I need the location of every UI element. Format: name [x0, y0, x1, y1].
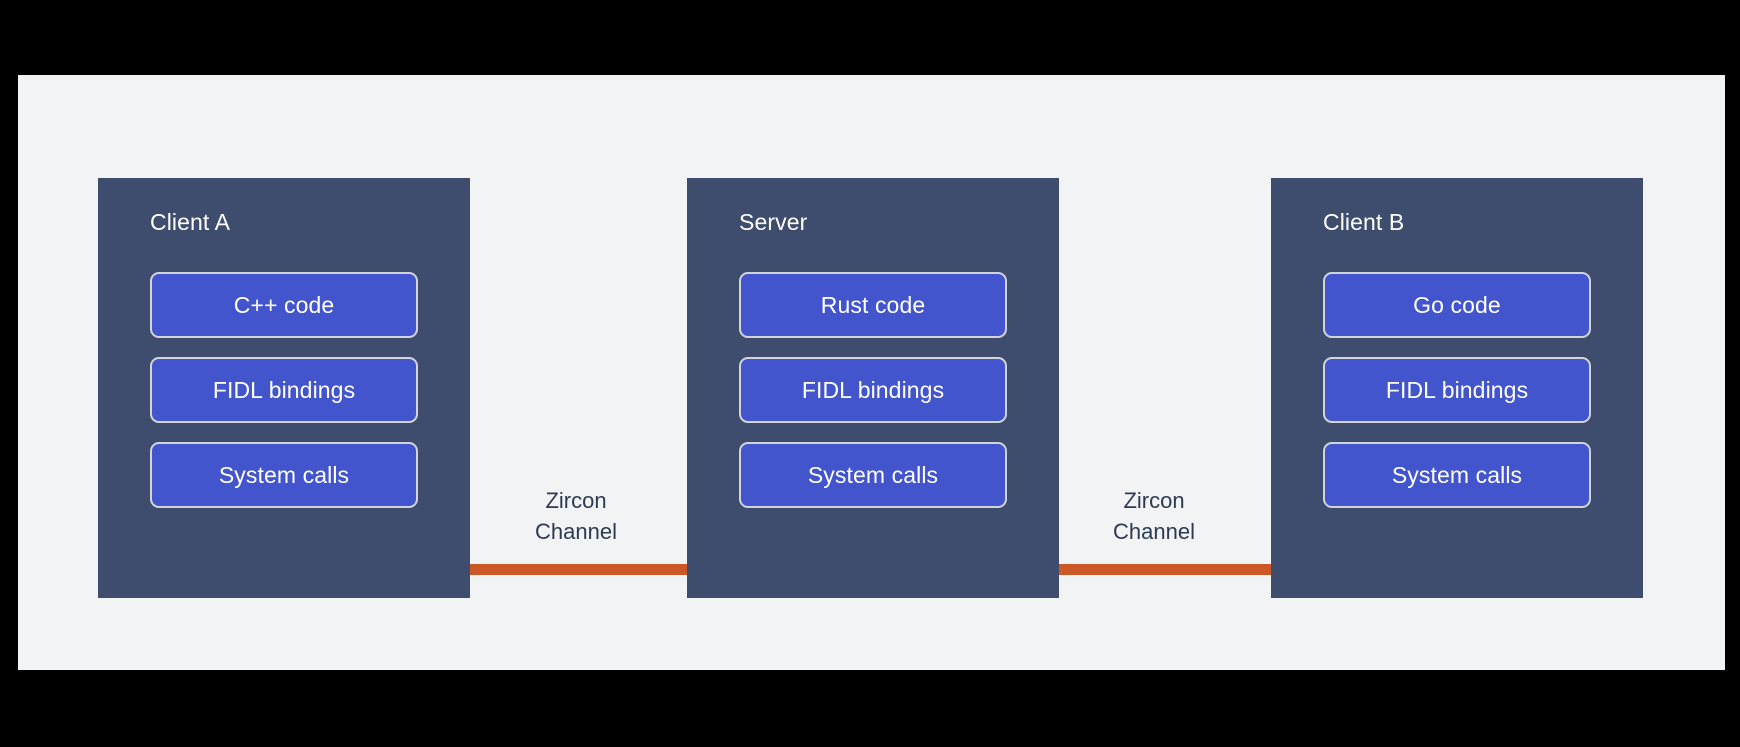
layer-box-client-b-system-calls: System calls: [1323, 442, 1591, 508]
layer-box-client-a-system-calls: System calls: [150, 442, 418, 508]
layer-box-client-b-code: Go code: [1323, 272, 1591, 338]
zircon-channel-label-right-line2: Channel: [1113, 519, 1195, 544]
zircon-channel-connector-left: [416, 564, 736, 575]
layer-box-server-code: Rust code: [739, 272, 1007, 338]
panel-title-client-b: Client B: [1323, 209, 1405, 235]
layer-box-client-a-fidl-bindings: FIDL bindings: [150, 357, 418, 423]
zircon-channel-connector-right: [1018, 564, 1338, 575]
zircon-channel-label-right-line1: Zircon: [1123, 488, 1185, 513]
diagram-canvas: Client A C++ code FIDL bindings System c…: [18, 75, 1725, 670]
layer-box-client-a-code: C++ code: [150, 272, 418, 338]
layer-box-server-fidl-bindings: FIDL bindings: [739, 357, 1007, 423]
panel-server: Server Rust code FIDL bindings System ca…: [687, 178, 1059, 598]
panel-client-b: Client B Go code FIDL bindings System ca…: [1271, 178, 1643, 598]
layer-box-client-b-fidl-bindings: FIDL bindings: [1323, 357, 1591, 423]
layer-box-server-system-calls: System calls: [739, 442, 1007, 508]
zircon-channel-label-left-line1: Zircon: [545, 488, 607, 513]
zircon-channel-label-left-line2: Channel: [535, 519, 617, 544]
panel-title-client-a: Client A: [150, 209, 231, 235]
panel-title-server: Server: [739, 209, 808, 235]
zircon-channel-label-right: Zircon Channel: [1054, 485, 1254, 547]
panel-client-a: Client A C++ code FIDL bindings System c…: [98, 178, 470, 598]
zircon-channel-label-left: Zircon Channel: [476, 485, 676, 547]
